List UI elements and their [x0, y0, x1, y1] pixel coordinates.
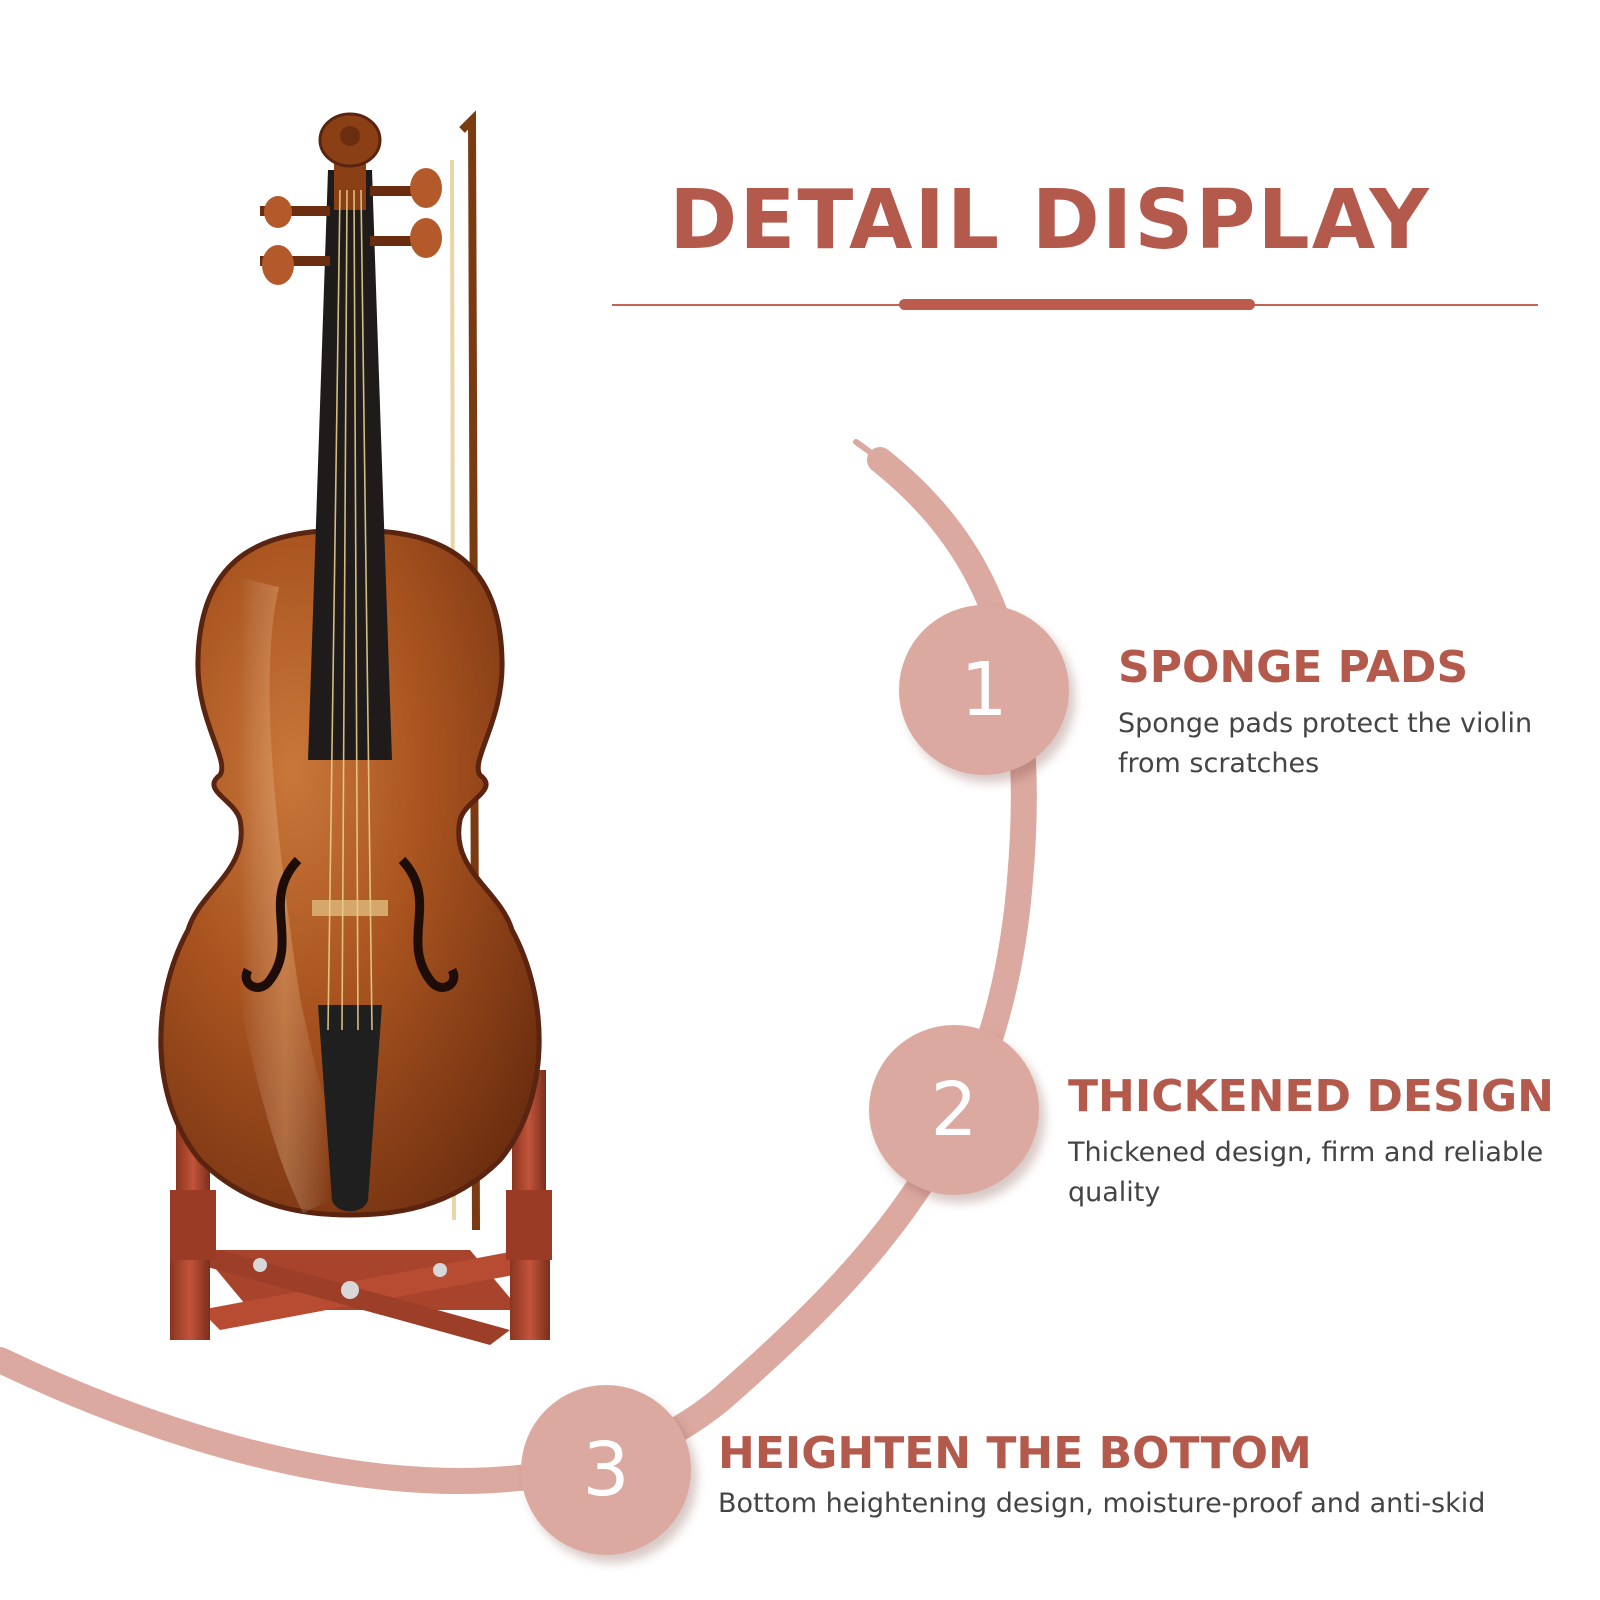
feature-title: HEIGHTEN THE BOTTOM: [718, 1428, 1312, 1479]
feature-thickened-design: THICKENED DESIGN Thickened design, firm …: [1068, 1071, 1568, 1213]
stand-base: [200, 1250, 540, 1345]
step-number-badge: 2: [869, 1025, 1039, 1195]
feature-description: Thickened design, firm and reliable qual…: [1068, 1137, 1544, 1209]
feature-description: Sponge pads protect the violin from scra…: [1118, 708, 1533, 780]
page-title: DETAIL DISPLAY: [669, 173, 1431, 268]
step-number-badge: 3: [521, 1385, 691, 1555]
feature-title: SPONGE PADS: [1118, 642, 1469, 693]
feature-description: Bottom heightening design, moisture-proo…: [718, 1488, 1486, 1520]
step-number-badge: 1: [899, 605, 1069, 775]
violin-stand-illustration: [158, 110, 552, 1345]
title-underline-accent: [899, 299, 1255, 310]
feature-heighten-bottom: HEIGHTEN THE BOTTOM Bottom heightening d…: [718, 1428, 1578, 1524]
feature-sponge-pads: SPONGE PADS Sponge pads protect the viol…: [1118, 642, 1558, 784]
feature-title: THICKENED DESIGN: [1068, 1071, 1554, 1122]
